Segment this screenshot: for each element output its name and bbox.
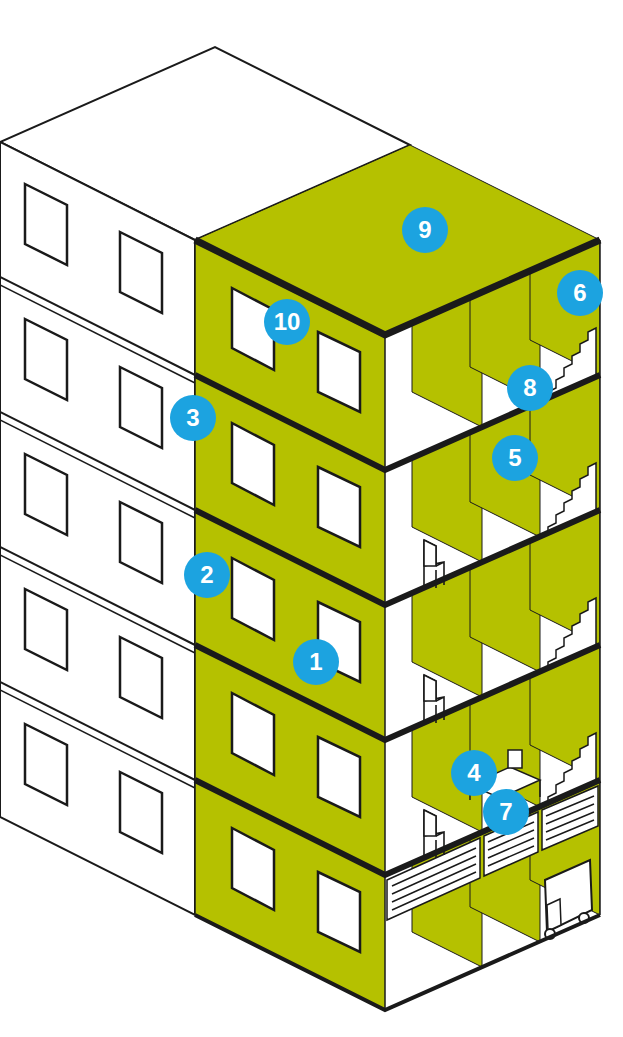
callout-number: 10 bbox=[264, 299, 310, 345]
callout-number: 8 bbox=[507, 365, 553, 411]
callout-number: 5 bbox=[492, 435, 538, 481]
neighbour-ledges bbox=[0, 277, 195, 788]
neighbour-windows bbox=[25, 184, 162, 853]
callout-number: 3 bbox=[170, 395, 216, 441]
ground-floor-garage bbox=[387, 745, 600, 967]
facade bbox=[195, 240, 385, 1010]
callout-number: 6 bbox=[557, 270, 603, 316]
callout-number: 2 bbox=[184, 552, 230, 598]
callout-number: 7 bbox=[483, 789, 529, 835]
floor-slabs bbox=[195, 240, 600, 1010]
callout-number: 1 bbox=[293, 639, 339, 685]
neighbour-facade bbox=[0, 142, 195, 915]
callout-number: 9 bbox=[402, 207, 448, 253]
roof bbox=[195, 145, 600, 335]
callout-number: 4 bbox=[451, 750, 497, 796]
